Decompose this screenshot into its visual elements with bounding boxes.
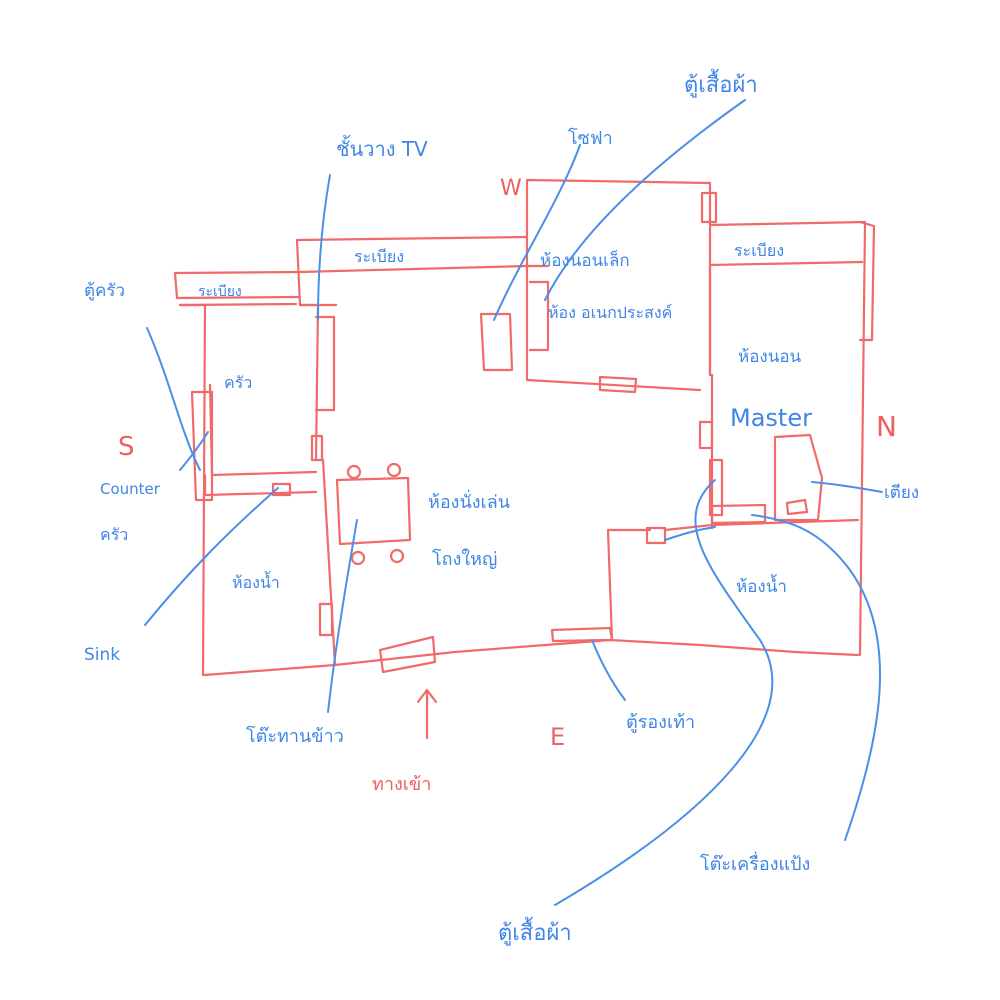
compass-labels: W S N E ทางเข้า <box>118 176 897 795</box>
leader-wardrobe-top <box>544 99 746 301</box>
leader-kitchen-cabinet <box>146 327 201 471</box>
label-tv-shelf: ชั้นวาง TV <box>336 135 428 161</box>
small-bedroom-walls <box>525 178 712 392</box>
room-master-line2: Master <box>730 404 812 432</box>
label-shoe-cabinet: ตู้รองเท้า <box>626 712 695 733</box>
master-walls <box>708 220 867 657</box>
leader-dressing-table <box>751 514 882 841</box>
leader-sink <box>144 487 279 626</box>
compass-east: E <box>550 723 565 751</box>
room-living-line2: โถงใหญ่ <box>432 548 497 570</box>
entrance-label: ทางเข้า <box>372 774 431 795</box>
door-mark-2 <box>318 602 334 637</box>
label-counter-line1: Counter <box>100 480 161 498</box>
room-small-bedroom: ห้องนอนเล็ก <box>540 249 630 271</box>
bathroom-right-walls <box>606 518 860 642</box>
door-mark-1 <box>310 434 324 462</box>
bed-box <box>773 433 824 522</box>
floor-plan-walls <box>173 178 876 677</box>
chair <box>346 464 362 480</box>
compass-south: S <box>118 432 135 462</box>
room-labels: ครัว ห้องน้ำ ห้องนั่งเล่น โถงใหญ่ ห้องนอ… <box>198 241 812 597</box>
leader-shoe-cabinet <box>591 639 626 701</box>
room-living-line1: ห้องนั่งเล่น <box>428 489 510 513</box>
left-wing-outline <box>173 270 337 677</box>
annotation-leaders <box>144 99 883 906</box>
chair <box>386 462 402 478</box>
leader-bed <box>811 481 883 493</box>
dining-set <box>335 462 412 566</box>
wardrobe-box-master <box>708 458 724 517</box>
room-multipurpose: ห้อง อเนกประสงค์ <box>548 303 672 322</box>
leader-bathroom-door <box>664 526 716 541</box>
inner-partition <box>528 280 550 352</box>
balcony-left: ระเบียง <box>198 284 242 300</box>
compass-west: W <box>500 176 522 201</box>
door-mark-4 <box>698 420 714 450</box>
balcony-middle: ระเบียง <box>354 247 404 266</box>
right-edge-strip <box>858 220 876 342</box>
leader-tv-shelf <box>317 174 331 321</box>
label-sink: Sink <box>84 645 120 665</box>
room-bathroom-left: ห้องน้ำ <box>232 571 280 592</box>
entrance-door <box>378 635 437 674</box>
label-sofa: โซฟา <box>568 127 613 149</box>
room-master-line1: ห้องนอน <box>738 347 802 367</box>
door-mark-3 <box>598 375 638 394</box>
balcony-right: ระเบียง <box>734 241 784 260</box>
label-dressing-table: โต๊ะเครื่องแป้ง <box>700 851 810 875</box>
dining-table-box <box>335 476 412 546</box>
label-bed: เตียง <box>884 483 919 503</box>
label-kitchen-cabinet: ตู้ครัว <box>84 281 125 301</box>
center-balcony-outline <box>178 235 529 307</box>
room-bathroom-right: ห้องน้ำ <box>736 574 787 597</box>
room-kitchen: ครัว <box>224 373 252 392</box>
door-mark-5 <box>645 526 667 545</box>
living-left-wall <box>298 303 337 667</box>
label-dining-table: โต๊ะทานข้าว <box>246 725 344 747</box>
counter-box <box>190 390 214 502</box>
label-counter-line2: ครัว <box>100 525 128 544</box>
sofa-box <box>479 312 514 372</box>
entrance-arrow <box>416 688 438 740</box>
chair <box>350 550 366 566</box>
dressing-table-box <box>710 503 767 525</box>
compass-north: N <box>876 410 897 443</box>
chair <box>389 548 405 564</box>
annotation-labels: ตู้ครัว Counter ครัว Sink ชั้นวาง TV โซฟ… <box>84 69 919 946</box>
pillow <box>785 498 809 516</box>
wardrobe-box-top <box>700 191 718 224</box>
kitchen-walls <box>203 383 318 497</box>
tv-shelf-box <box>314 315 336 412</box>
label-wardrobe-top: ตู้เสื้อผ้า <box>684 69 758 98</box>
leader-counter <box>179 431 209 471</box>
shoe-cabinet-box <box>550 626 614 643</box>
label-wardrobe-bottom: ตู้เสื้อผ้า <box>498 917 572 946</box>
leader-dining-table <box>327 519 358 713</box>
leader-sofa <box>493 144 581 321</box>
